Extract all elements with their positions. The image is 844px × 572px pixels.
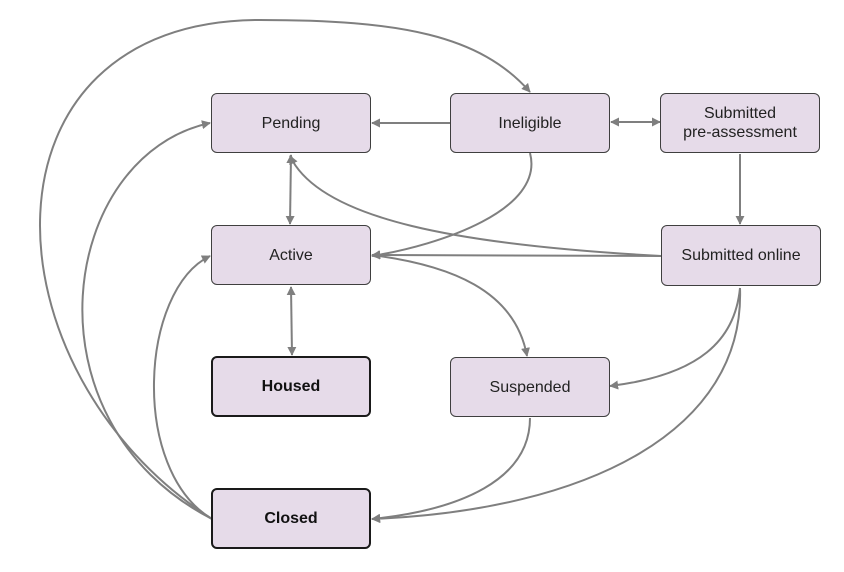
edge-closed-to-ineligible: [38, 18, 531, 520]
node-active: Active: [211, 225, 371, 285]
node-submitted-pre-assessment: Submitted pre-assessment: [660, 93, 820, 153]
node-closed: Closed: [211, 488, 371, 549]
edge-active-to-suspended: [371, 254, 530, 357]
node-submitted-online: Submitted online: [661, 225, 821, 286]
node-pending: Pending: [211, 93, 371, 153]
edge-submitted-online-to-suspended: [609, 287, 741, 390]
edge-closed-to-active: [153, 255, 213, 520]
edge-submitted-online-to-active: [371, 250, 662, 260]
node-suspended: Suspended: [450, 357, 610, 417]
node-housed: Housed: [211, 356, 371, 417]
edge-ineligible-to-active: [371, 152, 533, 260]
edge-active-housed: [286, 286, 297, 356]
edge-submitted-online-to-closed: [371, 287, 742, 524]
edge-suspended-to-closed: [371, 417, 531, 523]
edge-submitted-online-to-pending: [289, 155, 662, 257]
node-ineligible: Ineligible: [450, 93, 610, 153]
edge-pending-active: [285, 154, 296, 225]
edge-closed-to-pending: [81, 120, 213, 520]
